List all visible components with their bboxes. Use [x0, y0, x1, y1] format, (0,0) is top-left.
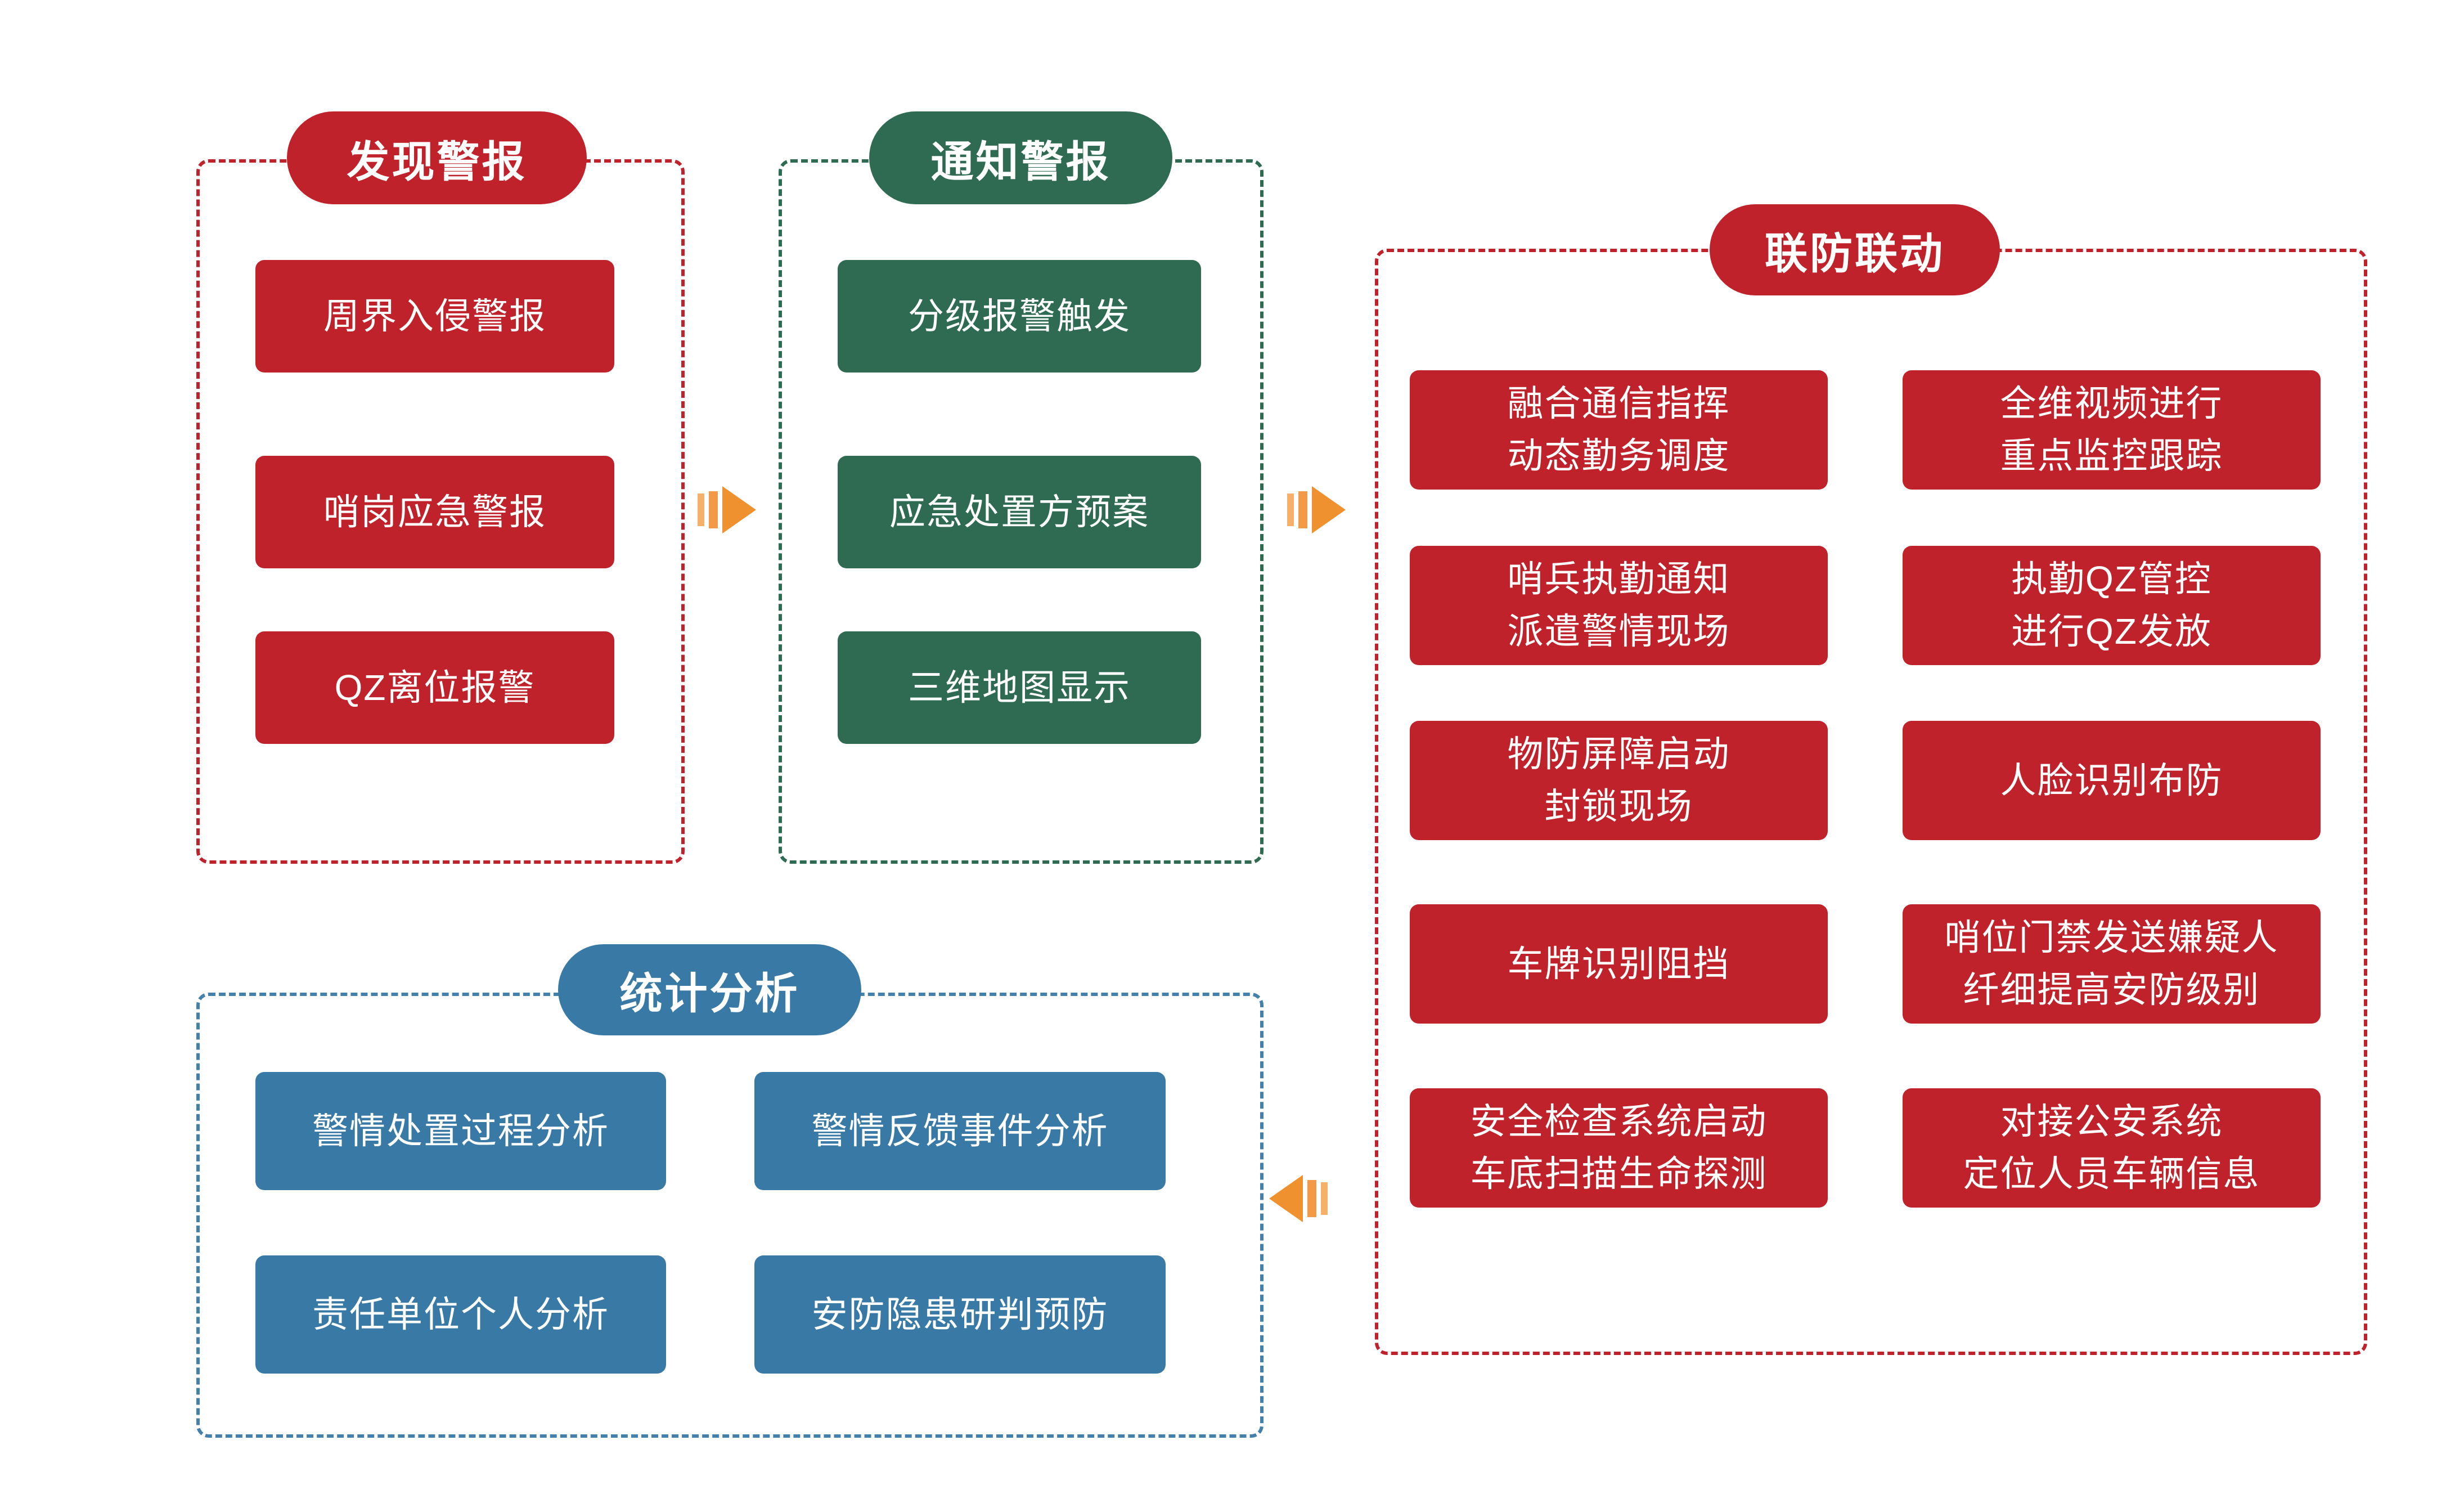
node-label-line: 进行QZ发放	[2011, 611, 2212, 652]
node-label-line: 重点监控跟踪	[2000, 436, 2223, 476]
node-label-line: 融合通信指挥	[1507, 383, 1730, 424]
flow-arrow-left-icon	[1269, 1175, 1328, 1222]
node-label-line: 车底扫描生命探测	[1470, 1154, 1768, 1194]
node-label-line: 车牌识别阻挡	[1507, 943, 1730, 984]
section-header-statistics: 统计分析	[558, 944, 861, 1035]
node-label-line: 纤细提高安防级别	[1963, 970, 2260, 1010]
node-face-recognition-deploy: 人脸识别布防	[1903, 721, 2321, 840]
node-label-line: 定位人员车辆信息	[1963, 1154, 2260, 1194]
node-label-line: 三维地图显示	[908, 667, 1131, 708]
arrow-head	[722, 486, 756, 533]
node-label-line: 对接公安系统	[2000, 1101, 2223, 1142]
node-graded-alarm-trigger: 分级报警触发	[838, 260, 1201, 373]
arrow-bar	[1321, 1182, 1328, 1215]
node-label-line: 警情处置过程分析	[312, 1110, 609, 1151]
node-physical-barrier-lockdown: 物防屏障启动 封锁现场	[1410, 721, 1828, 840]
node-label-line: 安防隐患研判预防	[811, 1294, 1109, 1335]
node-label-line: 警情反馈事件分析	[811, 1110, 1109, 1151]
node-security-check-underbody-scan: 安全检查系统启动 车底扫描生命探测	[1410, 1088, 1828, 1208]
node-omni-video-tracking: 全维视频进行 重点监控跟踪	[1903, 370, 2321, 490]
flow-arrow-right-icon	[1287, 486, 1346, 533]
node-security-risk-prediction: 安防隐患研判预防	[754, 1255, 1166, 1374]
node-alarm-feedback-event-analysis: 警情反馈事件分析	[754, 1072, 1166, 1190]
arrow-head	[1312, 486, 1346, 533]
node-label-line: 全维视频进行	[2000, 383, 2223, 424]
node-label-line: 周界入侵警报	[323, 295, 546, 337]
node-label-line: 安全检查系统启动	[1470, 1101, 1768, 1142]
node-qz-control-issue: 执勤QZ管控 进行QZ发放	[1903, 546, 2321, 665]
section-header-discover-alarm: 发现警报	[287, 111, 587, 204]
flow-arrow-right-icon	[698, 486, 756, 533]
arrow-bar	[698, 493, 704, 526]
node-label-line: 物防屏障启动	[1507, 734, 1730, 775]
node-plate-recognition-block: 车牌识别阻挡	[1410, 904, 1828, 1024]
node-fused-comms-dispatch: 融合通信指挥 动态勤务调度	[1410, 370, 1828, 490]
node-label-line: 哨岗应急警报	[323, 491, 546, 532]
node-police-system-locate: 对接公安系统 定位人员车辆信息	[1903, 1088, 2321, 1208]
node-qz-offposition-alarm: QZ离位报警	[255, 631, 614, 744]
arrow-head	[1269, 1175, 1303, 1222]
node-sentry-duty-dispatch: 哨兵执勤通知 派遣警情现场	[1410, 546, 1828, 665]
arrow-bar	[1307, 1180, 1316, 1217]
arrow-bar	[1287, 493, 1294, 526]
node-label-line: 哨兵执勤通知	[1507, 559, 1730, 600]
arrow-bar	[709, 491, 718, 528]
node-label-line: 分级报警触发	[908, 295, 1131, 337]
node-3d-map-display: 三维地图显示	[838, 631, 1201, 744]
node-label-line: 人脸识别布防	[2000, 760, 2223, 801]
node-label-line: 责任单位个人分析	[312, 1294, 609, 1335]
node-alarm-handling-process-analysis: 警情处置过程分析	[255, 1072, 666, 1190]
node-emergency-response-plan: 应急处置方预案	[838, 456, 1201, 568]
section-title: 通知警报	[930, 138, 1111, 186]
node-label-line: 哨位门禁发送嫌疑人	[1944, 917, 2279, 958]
node-perimeter-intrusion-alarm: 周界入侵警报	[255, 260, 614, 373]
arrow-bar	[1298, 491, 1307, 528]
node-label-line: 派遣警情现场	[1507, 611, 1730, 652]
node-access-control-suspect-alert: 哨位门禁发送嫌疑人 纤细提高安防级别	[1903, 904, 2321, 1024]
node-sentry-emergency-alarm: 哨岗应急警报	[255, 456, 614, 568]
section-title: 统计分析	[619, 970, 800, 1018]
section-header-notify-alarm: 通知警报	[869, 111, 1172, 204]
section-header-joint-defense: 联防联动	[1710, 204, 2000, 295]
node-label-line: 应急处置方预案	[889, 491, 1149, 532]
node-label-line: 封锁现场	[1544, 786, 1693, 827]
node-label-line: 执勤QZ管控	[2011, 559, 2212, 600]
node-responsible-unit-person-analysis: 责任单位个人分析	[255, 1255, 666, 1374]
section-title: 发现警报	[347, 138, 527, 186]
node-label-line: QZ离位报警	[334, 667, 536, 708]
node-label-line: 动态勤务调度	[1507, 436, 1730, 476]
section-title: 联防联动	[1765, 230, 1945, 278]
